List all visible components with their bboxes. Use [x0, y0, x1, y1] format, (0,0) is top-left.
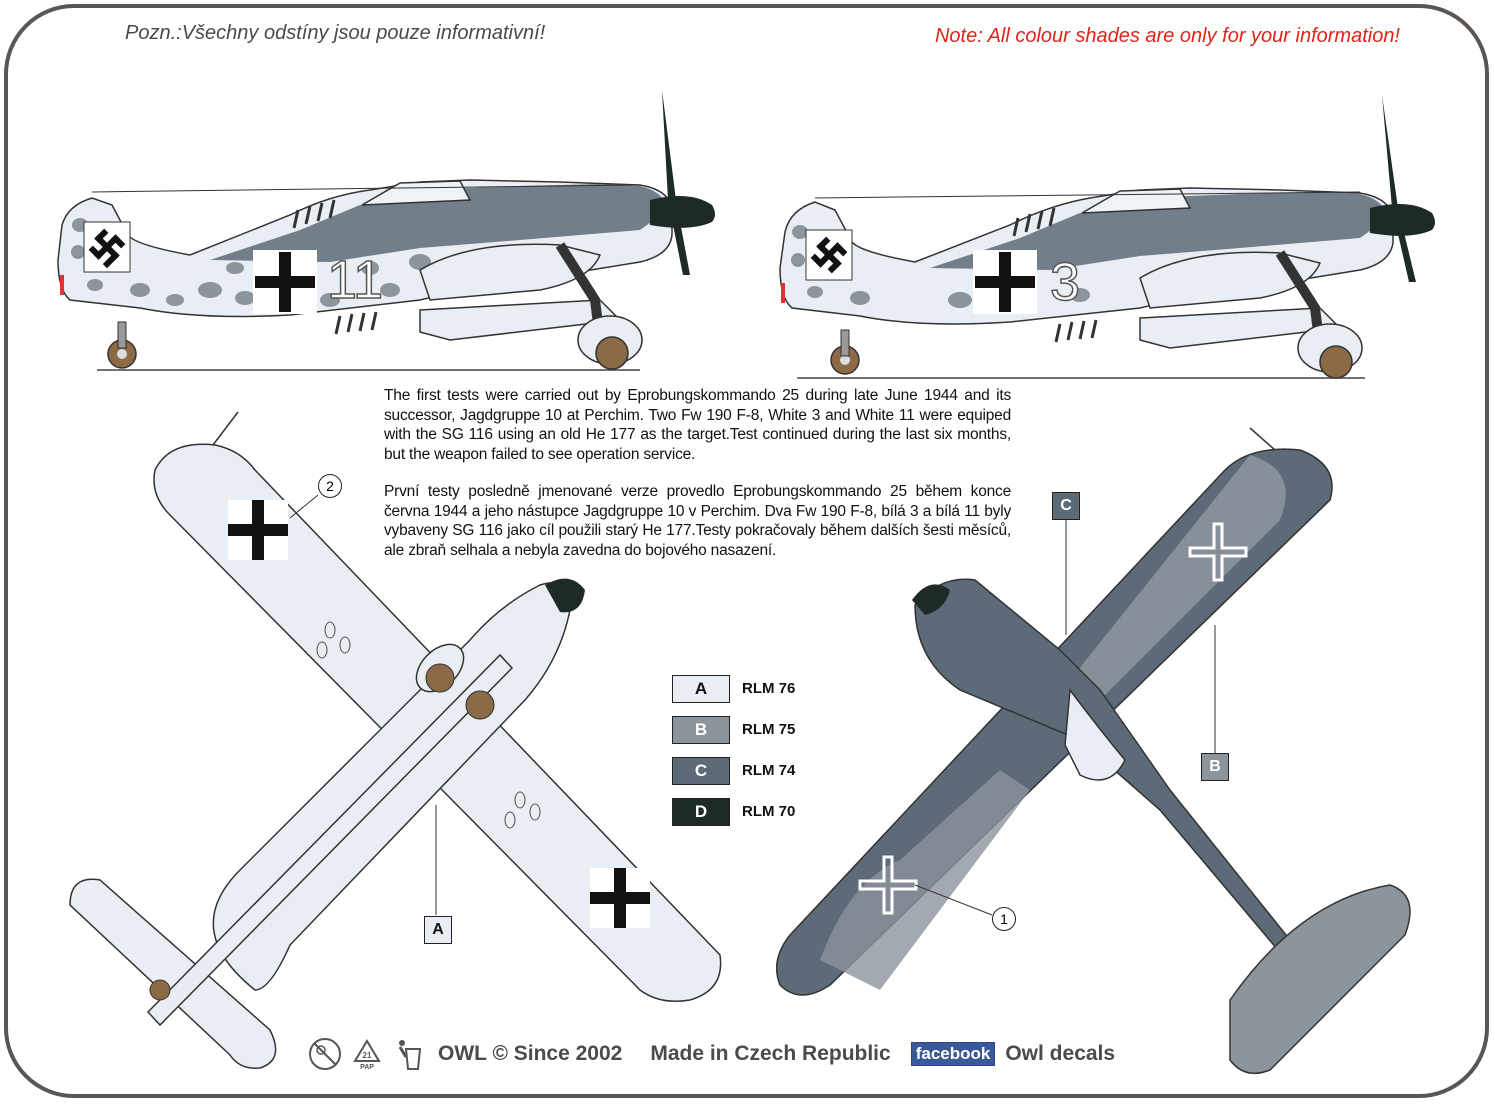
callout-c: C — [1052, 492, 1080, 520]
callout-number-2: 2 — [318, 474, 342, 498]
right-profile-aircraft: 3 — [779, 95, 1435, 379]
recycle-icon: 21 PAP — [353, 1039, 381, 1071]
recycle-sub: PAP — [360, 1064, 374, 1071]
legend-swatch-d: D — [672, 797, 730, 826]
description-english: The first tests were carried out by Epro… — [384, 387, 1011, 463]
legend-swatch-b: B — [672, 715, 730, 744]
left-profile-number: 11 — [327, 250, 383, 310]
colour-legend: A RLM 76 B RLM 75 C RLM 74 D RLM 70 — [672, 668, 795, 832]
bin-icon — [398, 1040, 422, 1070]
legend-row-d: D RLM 70 — [672, 791, 795, 832]
description-text: The first tests were carried out by Epro… — [384, 386, 1011, 578]
right-profile-number: 3 — [1050, 252, 1080, 312]
note-czech: Pozn.:Všechny odstíny jsou pouze informa… — [125, 22, 546, 44]
underside-view-aircraft — [69, 411, 722, 1069]
callout-b: B — [1201, 753, 1229, 781]
owl-decals-text[interactable]: Owl decals — [1005, 1042, 1116, 1065]
recycle-code: 21 — [363, 1051, 372, 1060]
legend-label-a: RLM 76 — [742, 680, 796, 697]
left-profile-aircraft: 11 — [57, 90, 715, 371]
note-english: Note: All colour shades are only for you… — [934, 25, 1400, 47]
legend-row-c: C RLM 74 — [672, 750, 795, 791]
legend-swatch-a: A — [672, 674, 730, 703]
legend-label-d: RLM 70 — [742, 803, 796, 820]
copyright-text: OWL © Since 2002 — [438, 1042, 623, 1065]
upper-surface-view-aircraft — [775, 427, 1411, 1075]
facebook-badge[interactable]: facebook — [910, 1042, 996, 1066]
callout-a: A — [424, 916, 452, 944]
age-warning-icon — [309, 1038, 341, 1070]
legend-label-b: RLM 75 — [742, 721, 796, 738]
legend-row-b: B RLM 75 — [672, 709, 795, 750]
legend-label-c: RLM 74 — [742, 762, 796, 779]
footer: 21 PAP OWL © Since 2002 Made in Czech Re… — [308, 1034, 1115, 1074]
made-in-text: Made in Czech Republic — [650, 1042, 891, 1065]
legend-row-a: A RLM 76 — [672, 668, 795, 709]
description-czech: První testy posledně jmenované verze pro… — [384, 483, 1011, 559]
callout-number-1: 1 — [992, 907, 1016, 931]
legend-swatch-c: C — [672, 756, 730, 785]
